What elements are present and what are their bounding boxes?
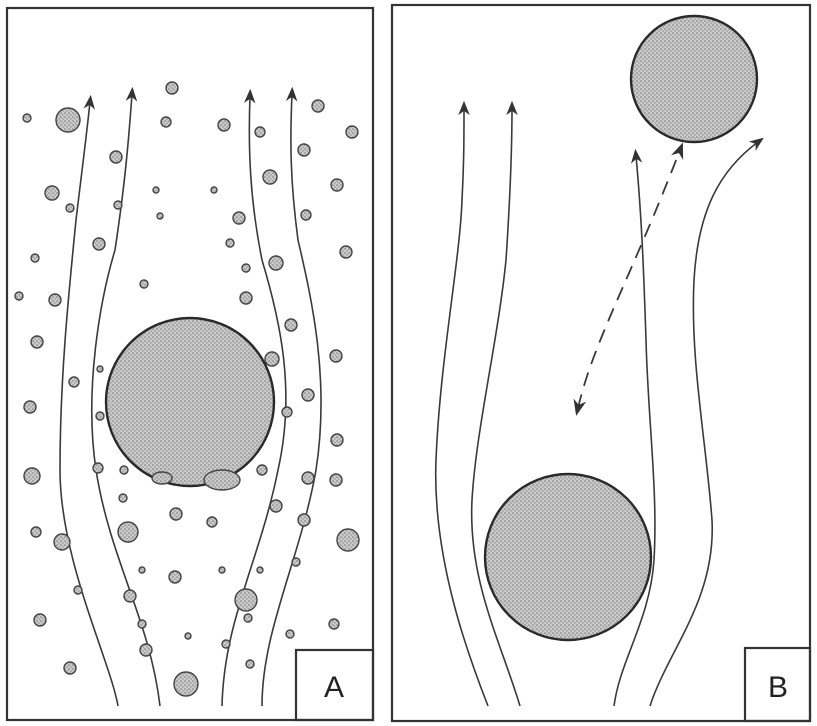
small-particle	[140, 644, 152, 656]
small-particle	[139, 567, 145, 573]
small-particle	[31, 336, 43, 348]
small-particle	[286, 630, 294, 638]
small-particle	[222, 640, 230, 648]
small-particle	[45, 186, 59, 200]
small-particle	[23, 114, 31, 122]
small-particle	[244, 614, 252, 622]
small-particle	[312, 100, 324, 112]
small-particle	[56, 108, 80, 132]
small-particle	[169, 571, 181, 583]
small-particle	[207, 517, 217, 527]
small-particle	[24, 468, 40, 484]
small-particle	[138, 620, 146, 628]
upper-sphere	[631, 16, 757, 142]
small-particle	[218, 119, 230, 131]
small-particle	[185, 633, 191, 639]
small-particle	[110, 151, 122, 163]
small-particle	[246, 660, 254, 668]
small-particle	[242, 264, 250, 272]
small-particle	[331, 179, 343, 191]
small-particle	[54, 534, 70, 550]
small-particle	[219, 567, 225, 573]
particle-cluster	[152, 472, 172, 484]
small-particle	[331, 434, 343, 446]
small-particle	[337, 529, 359, 551]
small-particle	[74, 586, 82, 594]
large-sphere	[106, 318, 274, 486]
small-particle	[118, 522, 138, 542]
small-particle	[302, 472, 314, 484]
small-particle	[346, 126, 358, 138]
small-particle	[330, 350, 342, 362]
small-particle	[120, 466, 128, 474]
small-particle	[298, 514, 310, 526]
small-particle	[329, 619, 339, 629]
small-particle	[340, 246, 352, 258]
small-particle	[270, 500, 282, 512]
small-particle	[235, 589, 257, 611]
small-particle	[170, 508, 182, 520]
small-particle	[119, 494, 127, 502]
small-particle	[263, 170, 277, 184]
panel-b-label: B	[768, 671, 788, 704]
small-particle	[24, 401, 36, 413]
small-particle	[265, 352, 279, 366]
small-particle	[257, 567, 263, 573]
small-particle	[282, 407, 292, 417]
small-particle	[124, 590, 136, 602]
small-particle	[140, 280, 148, 288]
particle-cluster	[204, 470, 240, 490]
small-particle	[97, 366, 103, 372]
streamline	[436, 108, 488, 706]
small-particle	[302, 389, 314, 401]
streamline	[650, 142, 758, 706]
panel-b: B	[392, 5, 810, 721]
small-particle	[285, 319, 297, 331]
small-particle	[301, 210, 311, 220]
streamline	[614, 156, 655, 706]
small-particle	[255, 127, 265, 137]
small-particle	[292, 558, 300, 566]
small-particle	[93, 238, 105, 250]
small-particle	[49, 294, 61, 306]
panel-a: A	[7, 8, 373, 720]
small-particle	[298, 144, 310, 156]
small-particle	[64, 662, 76, 674]
small-particle	[96, 412, 104, 420]
small-particle	[157, 213, 163, 219]
small-particle	[31, 254, 39, 262]
small-particle	[233, 212, 245, 224]
small-particle	[153, 187, 159, 193]
panel-a-label: A	[324, 671, 344, 704]
small-particle	[166, 82, 178, 94]
small-particle	[69, 377, 79, 387]
small-particle	[330, 474, 342, 486]
small-particle	[66, 204, 74, 212]
small-particle	[211, 187, 217, 193]
small-particle	[174, 672, 198, 696]
small-particle	[269, 256, 283, 270]
small-particle	[31, 527, 41, 537]
small-particle	[34, 614, 46, 626]
small-particle	[257, 465, 267, 475]
dashed-trajectory-arrow	[578, 150, 680, 408]
small-particle	[240, 292, 252, 304]
small-particle	[226, 239, 234, 247]
small-particle	[15, 292, 23, 300]
small-particle	[161, 117, 171, 127]
small-particle	[93, 463, 103, 473]
lower-sphere	[485, 474, 651, 640]
small-particle	[114, 201, 122, 209]
